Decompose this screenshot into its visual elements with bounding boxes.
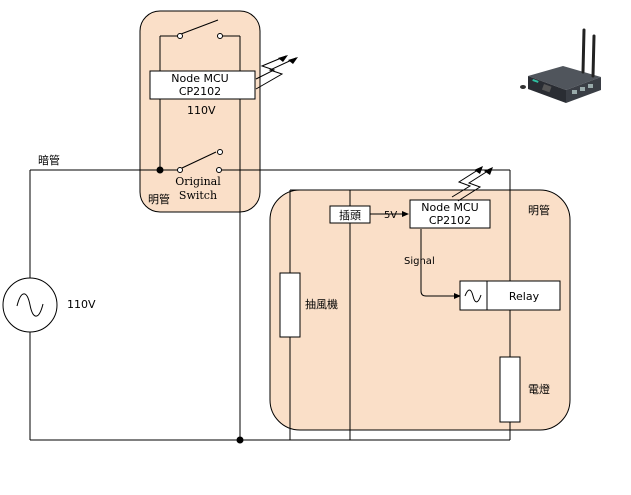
wireless-signal-icon <box>255 55 298 90</box>
mcu-model: CP2102 <box>429 214 471 227</box>
ac-source-icon <box>2 277 58 333</box>
dark-pipe-label: 暗管 <box>38 153 60 167</box>
relay-label: Relay <box>509 290 540 303</box>
wireless-signal-icon <box>451 166 493 202</box>
node-mcu-right <box>409 199 491 229</box>
exhaust-fan-load <box>279 272 301 338</box>
plug-label: 插頭 <box>339 208 361 222</box>
lamp-label: 電燈 <box>528 382 550 396</box>
relay-coil-icon <box>464 289 482 303</box>
five-volt-label: 5V <box>384 210 397 221</box>
relay-box <box>459 280 561 311</box>
mcu-name: Node MCU <box>171 72 228 85</box>
node-mcu-top <box>149 70 256 100</box>
mcu-model: CP2102 <box>179 85 221 98</box>
lamp-load <box>499 356 521 423</box>
plug-box <box>329 205 371 224</box>
mcu-name: Node MCU <box>421 201 478 214</box>
wiring <box>29 19 511 441</box>
router-icon <box>520 28 601 103</box>
junction-dot <box>156 166 164 174</box>
switch-box-panel <box>139 10 261 213</box>
original-switch <box>177 33 223 173</box>
original-switch-label: Original <box>175 175 221 188</box>
open-pipe-label: 明管 <box>148 192 170 206</box>
switch-voltage-label: 110V <box>187 104 216 117</box>
ac-voltage-label: 110V <box>67 298 96 311</box>
signal-label: Signal <box>404 256 435 267</box>
open-pipe-label: 明管 <box>528 203 550 217</box>
exhaust-fan-label: 抽風機 <box>305 297 338 311</box>
original-switch-label: Switch <box>179 189 217 202</box>
junction-dot <box>236 436 244 444</box>
